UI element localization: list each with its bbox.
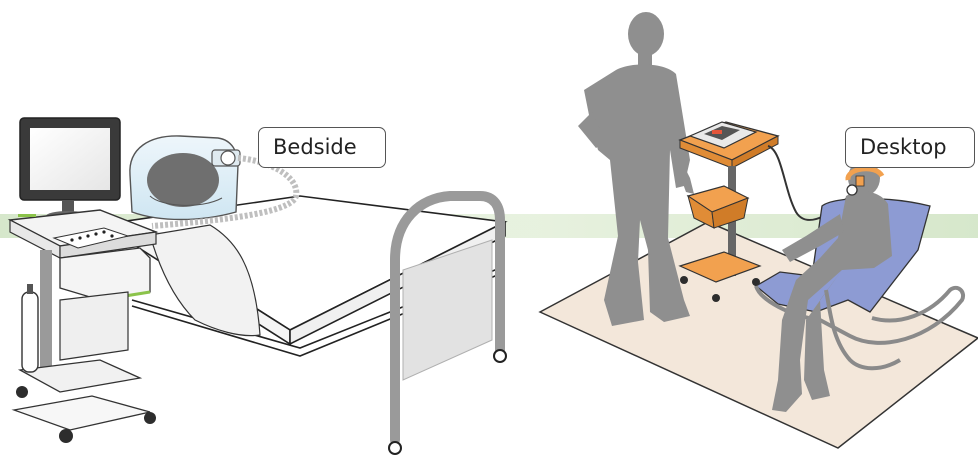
hospital-bed [120, 196, 506, 454]
monitor [20, 118, 120, 221]
bedside-scene [10, 118, 506, 454]
bedside-callout-label: Bedside [258, 127, 386, 168]
desktop-callout-label: Desktop [845, 127, 975, 168]
patient-head [147, 153, 219, 207]
standing-person-silhouette [578, 12, 694, 326]
